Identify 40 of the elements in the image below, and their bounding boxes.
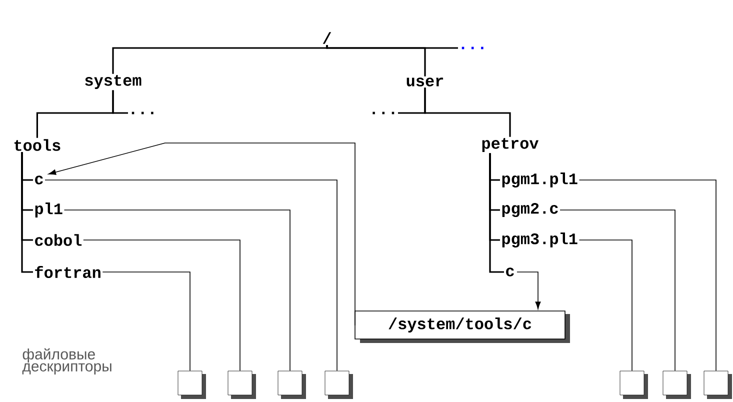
file-name: petrov bbox=[482, 138, 539, 152]
file-name: tools bbox=[14, 139, 60, 151]
descriptor-box bbox=[324, 370, 353, 399]
descriptor-box bbox=[278, 370, 306, 399]
file-name: c bbox=[35, 176, 43, 184]
file-name: c bbox=[506, 268, 514, 276]
tree-line bbox=[326, 45, 458, 49]
file-name: user bbox=[406, 78, 444, 86]
tree-line bbox=[424, 88, 511, 137]
descriptor-box bbox=[228, 370, 256, 399]
tree-line bbox=[21, 152, 33, 273]
ellipsis: ... bbox=[462, 46, 484, 50]
tree-line bbox=[560, 210, 676, 372]
tree-line bbox=[64, 210, 290, 372]
link-box: /system/tools/c bbox=[354, 310, 570, 343]
file-name: pgm1.pl1 bbox=[502, 172, 578, 188]
descriptor-box bbox=[178, 370, 206, 399]
arrow bbox=[48, 142, 356, 326]
file-name: system bbox=[85, 75, 142, 89]
file-name: fortran bbox=[35, 266, 100, 278]
file-name: pgm3.pl1 bbox=[502, 232, 578, 248]
tree-line bbox=[112, 90, 128, 114]
file-name: pl1 bbox=[35, 202, 62, 218]
caption-text: файловые дескрипторы bbox=[22, 348, 112, 374]
descriptor-box bbox=[704, 370, 732, 399]
tree-line bbox=[578, 180, 716, 372]
tree-line bbox=[44, 180, 338, 372]
ellipsis: ... bbox=[132, 112, 154, 114]
descriptor-box bbox=[662, 370, 691, 399]
tree-line bbox=[489, 153, 504, 273]
tree-line bbox=[83, 240, 240, 372]
descriptor-box bbox=[620, 370, 648, 399]
file-name: / bbox=[322, 32, 332, 44]
tree-line bbox=[112, 45, 328, 74]
file-name: cobol bbox=[35, 234, 82, 246]
tree-line bbox=[578, 240, 632, 372]
arrow bbox=[516, 272, 541, 310]
ellipsis: ... bbox=[372, 112, 394, 114]
tree-line bbox=[102, 272, 190, 372]
file-name: pgm2.c bbox=[502, 202, 558, 218]
